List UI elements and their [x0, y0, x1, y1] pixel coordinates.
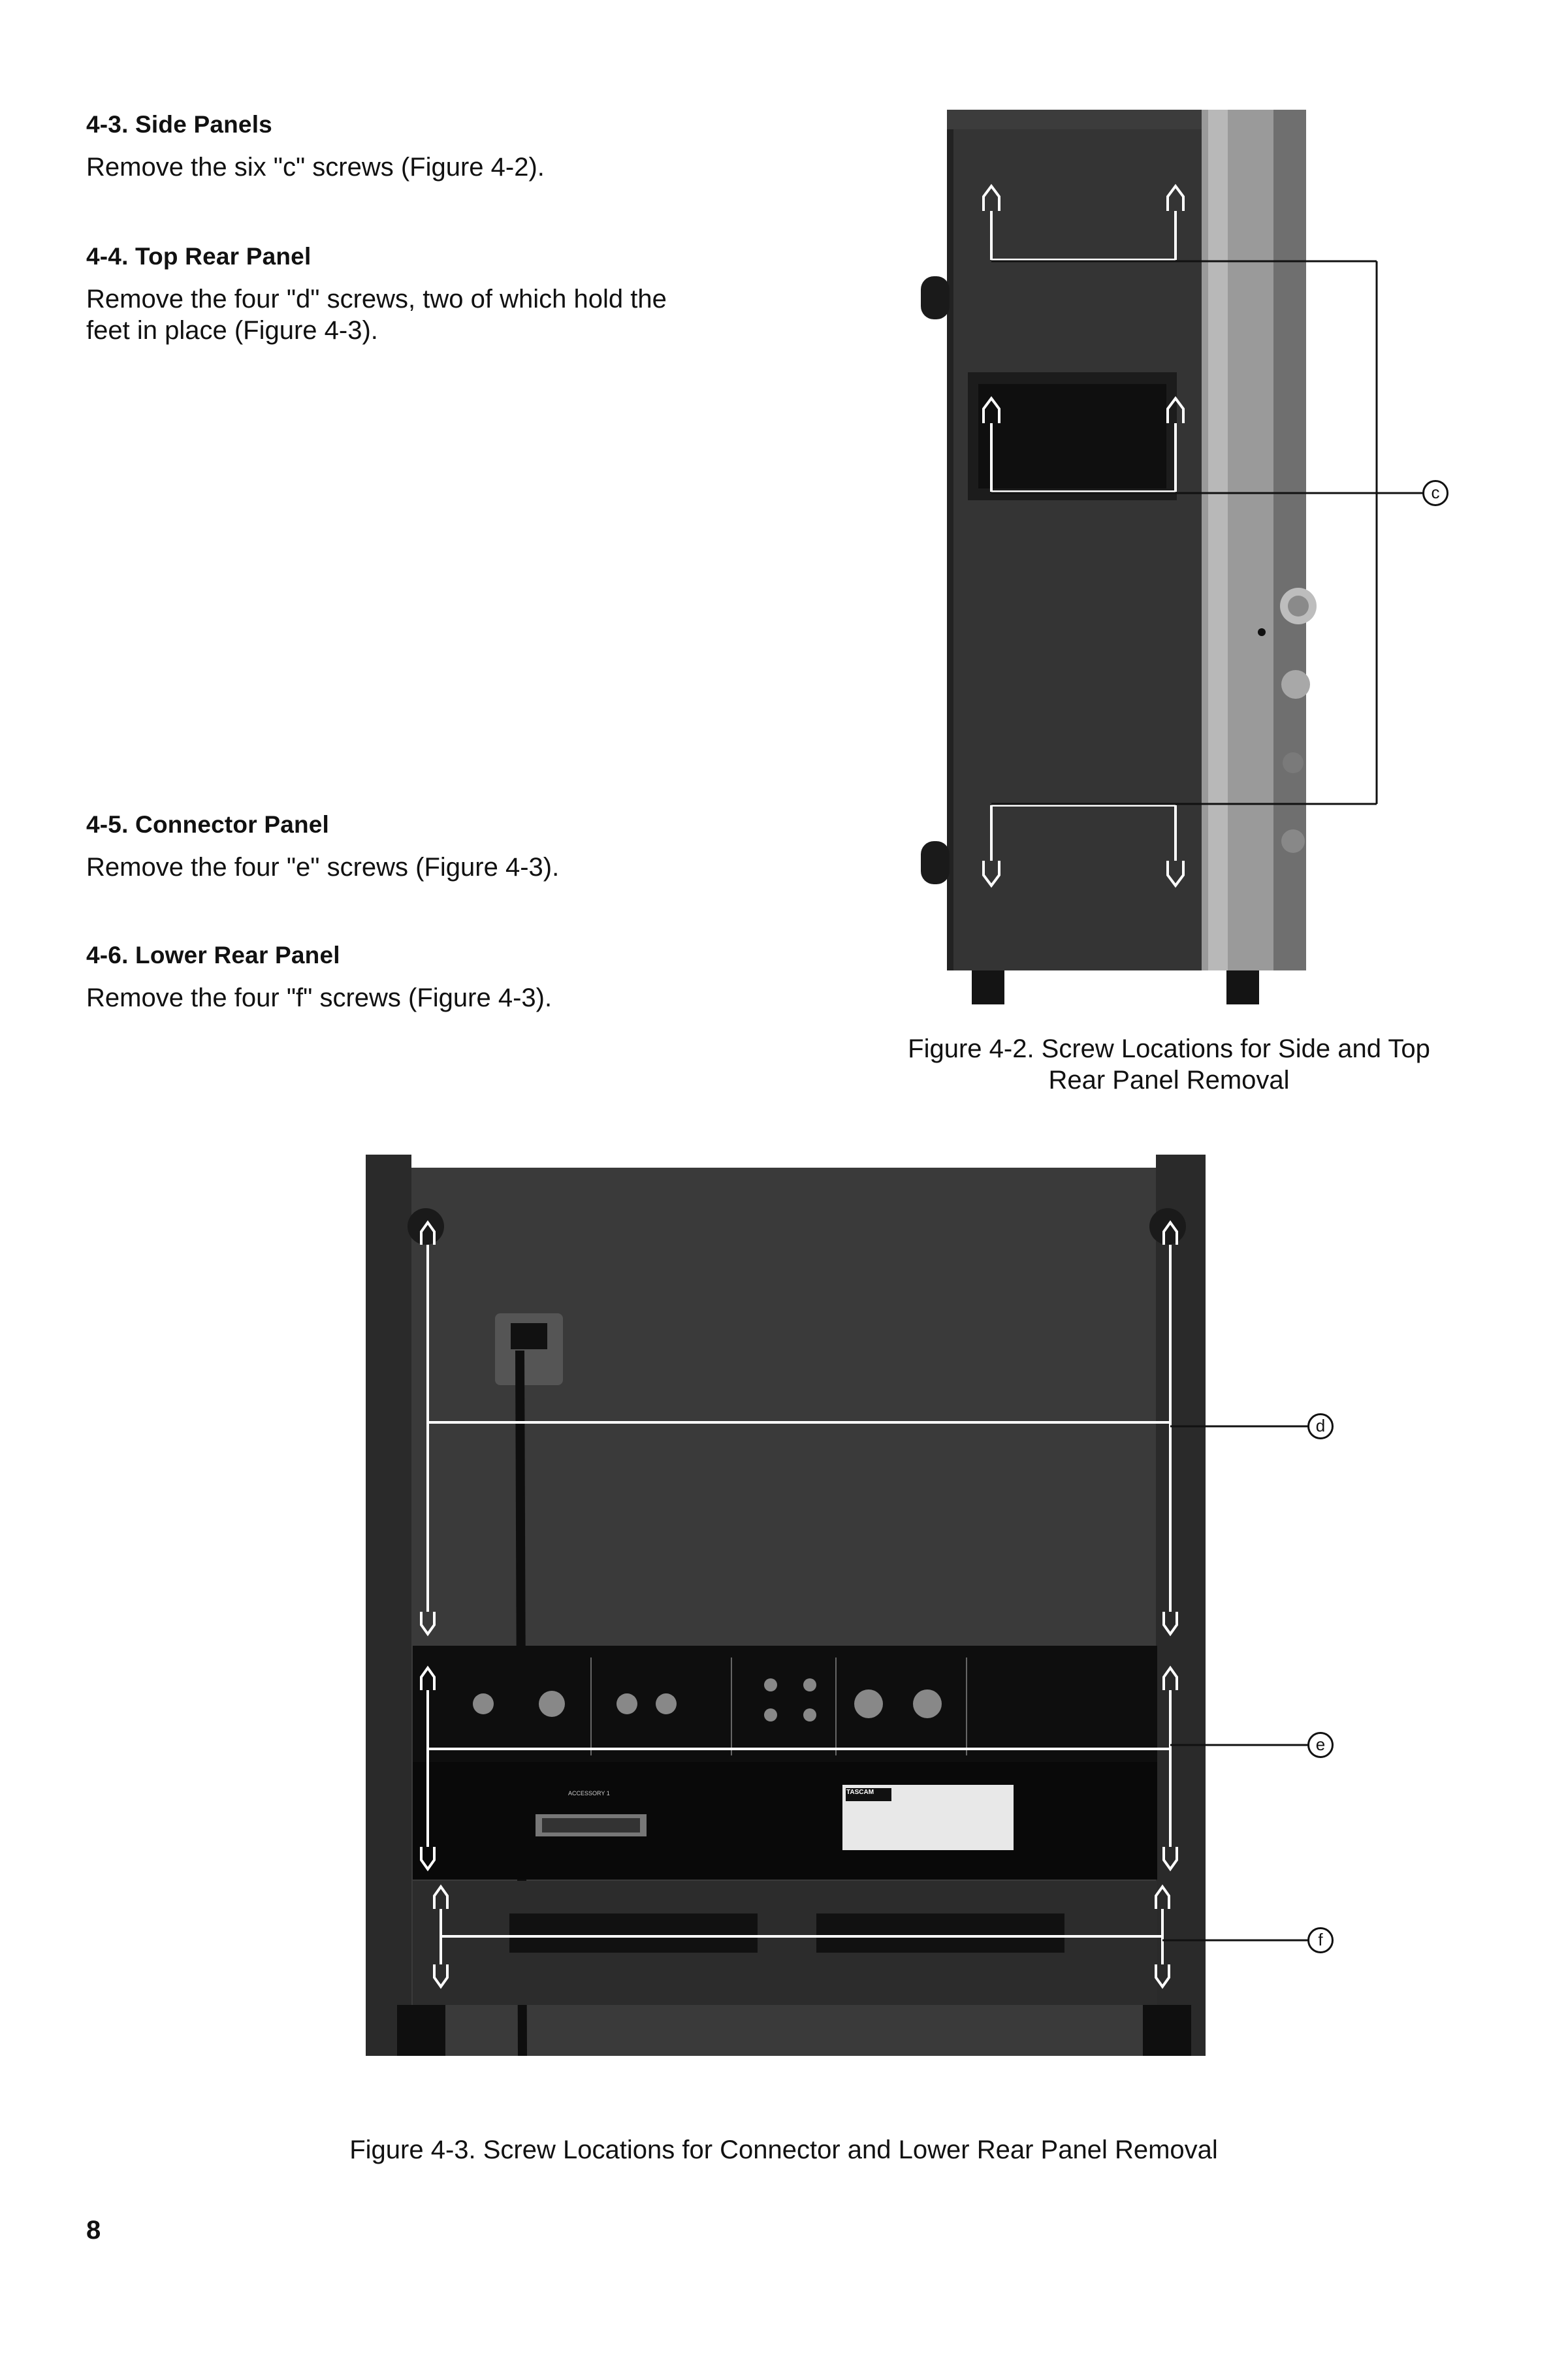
- body-line: Remove the six "c" screws (Figure 4-2).: [86, 153, 545, 182]
- caption-line-2: Rear Panel Removal: [1048, 1066, 1290, 1095]
- callout-c: c: [1422, 480, 1448, 506]
- body-line: Remove the four "d" screws, two of which…: [86, 285, 667, 313]
- callout-e: e: [1307, 1732, 1334, 1758]
- section-body-lower-rear-panel: Remove the four "f" screws (Figure 4-3).: [86, 982, 552, 1014]
- figure-4-2-side-view-photo: [901, 110, 1463, 1011]
- section-heading-connector-panel: 4-5. Connector Panel: [86, 811, 330, 838]
- section-body-top-rear-panel: Remove the four "d" screws, two of which…: [86, 283, 667, 346]
- figure-4-2-caption: Figure 4-2. Screw Locations for Side and…: [842, 1033, 1496, 1096]
- section-heading-lower-rear-panel: 4-6. Lower Rear Panel: [86, 942, 340, 968]
- figure-4-3-caption: Figure 4-3. Screw Locations for Connecto…: [349, 2136, 1218, 2164]
- panel-label-brand: TASCAM: [846, 1789, 874, 1796]
- page-number: 8: [86, 2216, 101, 2245]
- section-body-side-panels: Remove the six "c" screws (Figure 4-2).: [86, 152, 545, 183]
- panel-label-accessory: ACCESSORY 1: [568, 1790, 610, 1797]
- callout-d: d: [1307, 1413, 1334, 1439]
- body-line: Remove the four "e" screws (Figure 4-3).: [86, 853, 560, 882]
- figure-4-3-rear-view-photo: [366, 1155, 1358, 2072]
- body-line: Remove the four "f" screws (Figure 4-3).: [86, 984, 552, 1012]
- caption-line-1: Figure 4-2. Screw Locations for Side and…: [908, 1034, 1430, 1063]
- section-heading-side-panels: 4-3. Side Panels: [86, 111, 272, 138]
- section-heading-top-rear-panel: 4-4. Top Rear Panel: [86, 243, 312, 270]
- section-body-connector-panel: Remove the four "e" screws (Figure 4-3).: [86, 852, 559, 883]
- callout-f: f: [1307, 1927, 1334, 1953]
- body-line: feet in place (Figure 4-3).: [86, 316, 378, 345]
